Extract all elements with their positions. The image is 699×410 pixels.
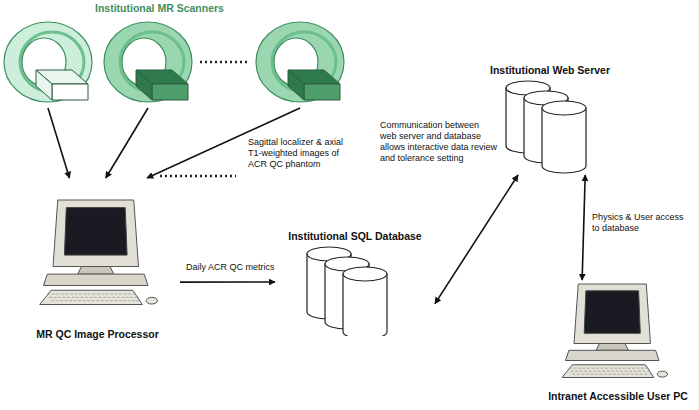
dotted-leader: [160, 175, 236, 178]
connector-arrow: [48, 108, 69, 178]
computer-icon: MR QC Image Processor: [15, 178, 180, 346]
connector-arrow: [180, 281, 275, 283]
edge-label: Daily ACR QC metrics: [186, 262, 276, 273]
node-label: MR QC Image Processor: [36, 328, 159, 340]
connector-arrow: [435, 175, 518, 304]
scanner-group: Institutional MR Scanners: [0, 0, 345, 108]
computer-icon: Intranet Accessible User PC: [540, 280, 696, 405]
node-illustration: [540, 280, 696, 405]
edge-label: Physics & User access to database: [592, 212, 692, 234]
edge-label: Communication between web server and dat…: [380, 120, 498, 164]
node-illustration: [0, 0, 345, 108]
connector-arrow: [106, 108, 148, 178]
connector-arrow: [582, 175, 585, 280]
node-label: Institutional MR Scanners: [95, 2, 224, 14]
node-label: Institutional SQL Database: [288, 230, 421, 242]
database-icon: Institutional SQL Database: [275, 228, 435, 336]
node-illustration: [275, 228, 435, 336]
node-label: Institutional Web Server: [490, 64, 610, 76]
node-illustration: [15, 178, 180, 346]
node-label: Intranet Accessible User PC: [548, 390, 688, 402]
edge-label: Sagittal localizer & axial T1-weighted i…: [248, 137, 356, 170]
